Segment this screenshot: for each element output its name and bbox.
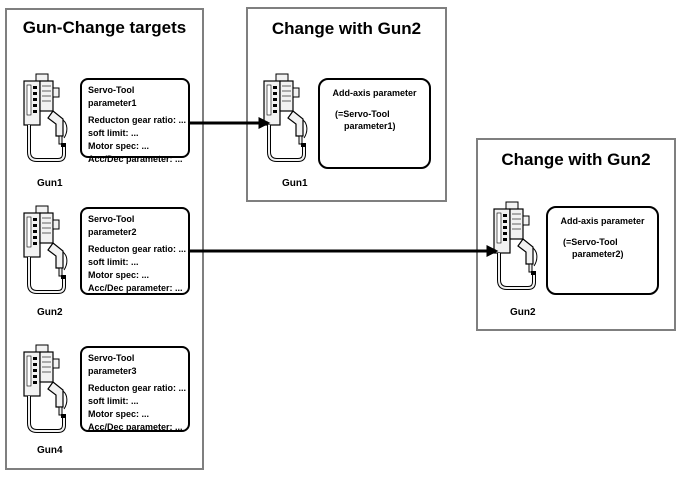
param-line: Reducton gear ratio: ... bbox=[88, 115, 187, 125]
param-line: Motor spec: ... bbox=[88, 141, 150, 151]
param-box-title: Servo-Tool parameter2 bbox=[88, 214, 137, 237]
gun-label: Gun2 bbox=[510, 307, 536, 318]
gun-label: Gun2 bbox=[37, 307, 63, 318]
add-axis-note: (=Servo-Tool bbox=[335, 109, 390, 119]
param-box-title: Servo-Tool parameter3 bbox=[88, 353, 137, 376]
add-axis-title: Add-axis parameter bbox=[560, 216, 645, 226]
param-line: soft limit: ... bbox=[88, 396, 139, 406]
add-axis-note: (=Servo-Tool bbox=[563, 237, 618, 247]
param-line: Acc/Dec parameter: ... bbox=[88, 422, 183, 432]
param-line: Reducton gear ratio: ... bbox=[88, 244, 187, 254]
param-line: Motor spec: ... bbox=[88, 409, 150, 419]
param-line: soft limit: ... bbox=[88, 128, 139, 138]
panel-title: Change with Gun2 bbox=[501, 150, 651, 169]
gun-label: Gun4 bbox=[37, 445, 63, 456]
add-axis-note: parameter2) bbox=[572, 249, 624, 259]
param-line: Acc/Dec parameter: ... bbox=[88, 154, 183, 164]
servo-tool-parameter-box: Servo-Tool parameter2 Reducton gear rati… bbox=[80, 207, 190, 295]
add-axis-note: parameter1) bbox=[344, 121, 396, 131]
add-axis-title: Add-axis parameter bbox=[332, 88, 417, 98]
param-line: soft limit: ... bbox=[88, 257, 139, 267]
panel-title: Change with Gun2 bbox=[271, 19, 422, 38]
panel-title: Gun-Change targets bbox=[22, 18, 187, 37]
servo-tool-parameter-box: Servo-Tool parameter1 Reducton gear rati… bbox=[80, 78, 190, 164]
add-axis-parameter-box: Add-axis parameter (=Servo-Tool paramete… bbox=[546, 206, 659, 295]
param-line: Motor spec: ... bbox=[88, 270, 150, 280]
gun-label: Gun1 bbox=[37, 178, 63, 189]
gun-label: Gun1 bbox=[282, 178, 308, 189]
param-line: Reducton gear ratio: ... bbox=[88, 383, 187, 393]
param-box-title: Servo-Tool parameter1 bbox=[88, 85, 137, 108]
param-line: Acc/Dec parameter: ... bbox=[88, 283, 183, 293]
add-axis-parameter-box: Add-axis parameter (=Servo-Tool paramete… bbox=[318, 78, 431, 169]
servo-tool-parameter-box: Servo-Tool parameter3 Reducton gear rati… bbox=[80, 346, 190, 432]
